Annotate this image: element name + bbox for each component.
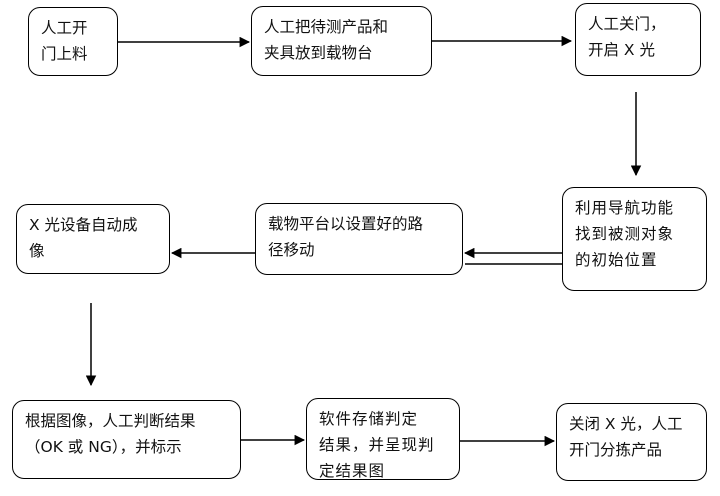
step-xray-auto-imaging: X 光设备自动成 像 [16,204,170,274]
step-text: 关闭 X 光，人工 [569,415,683,433]
step-manual-judgement: 根据图像，人工判断结果 （OK 或 NG），并标示 [12,400,241,479]
step-software-store-results: 软件存储判定 结果，并呈现判 定结果图 [306,398,460,480]
step-navigate-initial-position: 利用导航功能 找到被测对象 的初始位置 [562,187,707,291]
step-text: 人工把待测产品和 [264,18,389,36]
step-close-xray-sort-products: 关闭 X 光，人工 开门分拣产品 [556,403,707,481]
step-text: 结果，并呈现判 [319,436,435,454]
step-text: 找到被测对象 [575,225,675,243]
step-text: 门上料 [41,45,88,63]
step-text: 开启 X 光 [588,41,655,59]
step-text: 的初始位置 [575,251,658,269]
step-open-door-load: 人工开 门上料 [28,7,118,76]
step-text: 夹具放到载物台 [264,44,373,62]
step-close-door-xray-on: 人工关门， 开启 X 光 [575,3,701,76]
step-place-product-fixture: 人工把待测产品和 夹具放到载物台 [251,6,432,76]
step-text: 人工开 [41,19,88,37]
step-text: X 光设备自动成 [29,216,138,234]
step-text: （OK 或 NG），并标示 [25,438,182,456]
step-stage-moves-path: 载物平台以设置好的路 径移动 [255,203,463,275]
step-text: 利用导航功能 [575,199,675,217]
step-text: 软件存储判定 [319,410,419,428]
step-text: 根据图像，人工判断结果 [25,412,196,430]
step-text: 径移动 [268,241,315,259]
step-text: 载物平台以设置好的路 [268,215,424,233]
step-text: 开门分拣产品 [569,441,663,459]
step-text: 像 [29,242,45,260]
step-text: 定结果图 [319,462,386,480]
step-text: 人工关门， [588,15,666,33]
